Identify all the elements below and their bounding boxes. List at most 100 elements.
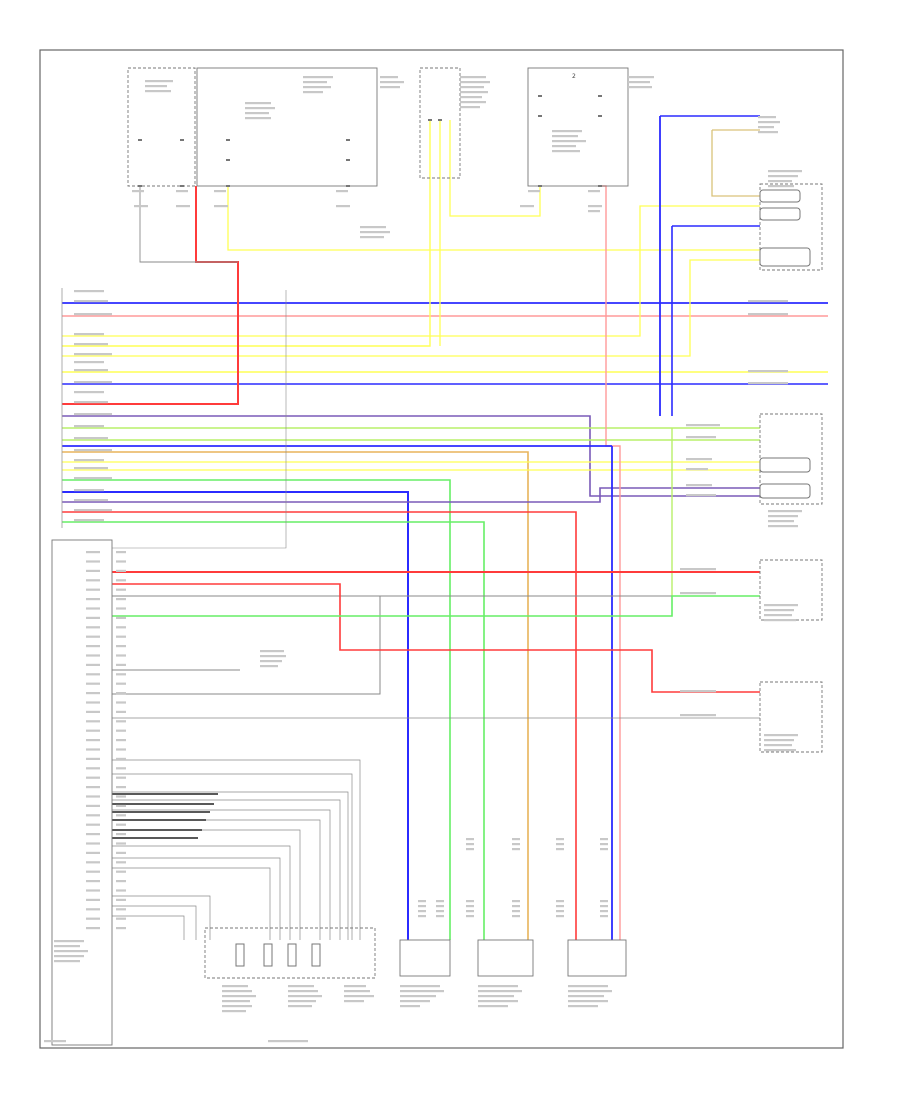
connector-loop bbox=[759, 207, 801, 221]
harness-row-label bbox=[74, 300, 108, 303]
right-connector-label bbox=[768, 185, 794, 188]
wire-label bbox=[680, 568, 716, 571]
label-layer bbox=[44, 76, 802, 1043]
module-wire-gray-1 bbox=[112, 595, 381, 695]
module-pin-label bbox=[86, 851, 100, 854]
diagram-footer-label bbox=[44, 1040, 66, 1043]
module-pin-number bbox=[116, 870, 126, 873]
module-pin-label bbox=[86, 588, 100, 591]
module-pin-label bbox=[86, 673, 100, 676]
bottom-sensor-label-1 bbox=[222, 1010, 246, 1013]
bottom-device-1-label bbox=[400, 995, 436, 998]
top-wire-yellow-3 bbox=[449, 120, 541, 217]
vertical-wire-label bbox=[466, 843, 474, 846]
harness-wire-yellow-2 bbox=[62, 205, 760, 337]
module-pin-number bbox=[116, 823, 126, 826]
module-pin-label bbox=[86, 645, 100, 648]
module-pin-number bbox=[116, 908, 126, 911]
module-pin-label bbox=[86, 757, 100, 760]
module-pin-label bbox=[86, 682, 100, 685]
control-module-label bbox=[54, 950, 88, 953]
connector-loop bbox=[759, 189, 801, 203]
top-module-b-sublabel bbox=[245, 107, 275, 110]
right-connector-label bbox=[768, 175, 798, 178]
module-pin-number bbox=[116, 927, 126, 930]
wire-label bbox=[686, 436, 716, 439]
vertical-wire-label bbox=[600, 905, 608, 908]
pin-label bbox=[176, 190, 188, 193]
top-bottom-pin bbox=[598, 185, 602, 187]
mid-device-label bbox=[260, 655, 286, 658]
module-pin-number bbox=[116, 917, 126, 920]
module-pin-label bbox=[86, 729, 100, 732]
wire-label bbox=[748, 382, 788, 385]
module-fanout-wire bbox=[112, 867, 271, 940]
module-pin-number bbox=[116, 607, 126, 610]
module-pin-label bbox=[86, 917, 100, 920]
harness-row-label bbox=[74, 313, 112, 316]
vertical-wire-label bbox=[466, 900, 474, 903]
right-sensor-b-label bbox=[764, 749, 796, 752]
module-fanout-wire bbox=[112, 895, 211, 940]
top-bottom-pin bbox=[346, 185, 350, 187]
mid-device-label bbox=[260, 650, 284, 653]
bottom-sensor-label-1 bbox=[222, 985, 248, 988]
vertical-wire-label bbox=[418, 900, 426, 903]
harness-row-label bbox=[74, 369, 108, 372]
top-pin bbox=[226, 139, 230, 141]
bottom-sensor-label-3 bbox=[344, 1000, 364, 1003]
vertical-wire-label bbox=[600, 915, 608, 918]
wire-label bbox=[588, 205, 602, 208]
wire-label bbox=[134, 205, 148, 208]
top-right-device-label bbox=[758, 116, 776, 119]
top-module-c-label bbox=[460, 86, 484, 89]
module-pin-label bbox=[86, 786, 100, 789]
harness-wire-green-2 bbox=[62, 521, 485, 940]
module-pin-label bbox=[86, 701, 100, 704]
bottom-device-2-label bbox=[478, 1005, 508, 1008]
top-wire-gray bbox=[139, 186, 238, 263]
top-module-b bbox=[196, 67, 378, 187]
module-pin-label bbox=[86, 795, 100, 798]
top-module-c-label bbox=[460, 101, 486, 104]
module-pin-number bbox=[116, 748, 126, 751]
vertical-wire-label bbox=[556, 900, 564, 903]
top-pin bbox=[428, 119, 432, 121]
module-pin-label bbox=[86, 880, 100, 883]
bottom-sensor-label-1 bbox=[222, 1000, 250, 1003]
harness-wire-yellow-3 bbox=[62, 120, 431, 347]
top-right-device-label bbox=[758, 126, 774, 129]
vertical-wire-label bbox=[418, 910, 426, 913]
module-pin-number bbox=[116, 598, 126, 601]
pin-label bbox=[336, 190, 348, 193]
top-module-c-label bbox=[460, 96, 482, 99]
module-pin-number bbox=[116, 889, 126, 892]
module-pin-number bbox=[116, 861, 126, 864]
top-pin bbox=[438, 119, 442, 121]
bottom-sensor-label-1 bbox=[222, 1005, 252, 1008]
module-pin-label bbox=[86, 898, 100, 901]
diagram-frame bbox=[39, 49, 844, 1049]
module-pin-label bbox=[86, 692, 100, 695]
top-right-device-label bbox=[758, 131, 778, 134]
top-module-d-label bbox=[552, 140, 586, 143]
harness-wire-red-2 bbox=[62, 511, 577, 940]
harness-row-label bbox=[74, 381, 112, 384]
module-pin-label bbox=[86, 560, 100, 563]
bottom-device-1-label bbox=[400, 990, 444, 993]
wire-label bbox=[520, 205, 534, 208]
module-pin-number bbox=[116, 851, 126, 854]
bottom-sensor-label-3 bbox=[344, 990, 370, 993]
vertical-wire-label bbox=[436, 915, 444, 918]
right-sensor-b-label bbox=[764, 744, 792, 747]
module-pin-number bbox=[116, 663, 126, 666]
top-module-d-label bbox=[552, 145, 576, 148]
top-module-d-side-label bbox=[628, 76, 654, 79]
top-pin bbox=[346, 139, 350, 141]
module-pin-number bbox=[116, 842, 126, 845]
module-wire-green-1 bbox=[112, 595, 760, 617]
module-pin-label bbox=[86, 663, 100, 666]
wire-label bbox=[680, 592, 716, 595]
harness-row-label bbox=[74, 353, 112, 356]
bottom-sensor-element bbox=[263, 943, 273, 967]
